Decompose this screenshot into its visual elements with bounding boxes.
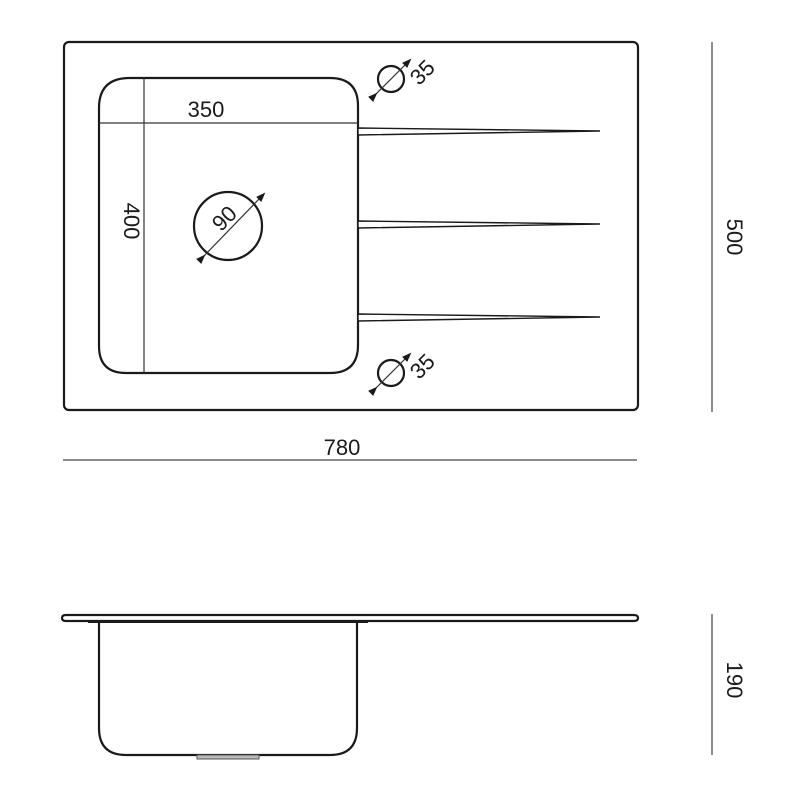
- bowl-depth-label: 400: [119, 203, 144, 240]
- tap-hole-top: 35: [368, 55, 440, 102]
- bowl-height-label: 190: [722, 662, 747, 699]
- tap-hole-top-label: 35: [405, 55, 440, 90]
- groove-1: [357, 127, 601, 136]
- tap-hole-bottom-label: 35: [405, 349, 440, 384]
- tap-hole-diameter-line-top: [368, 58, 412, 102]
- overall-depth-label: 500: [722, 219, 747, 256]
- bowl-width-label: 350: [188, 97, 225, 122]
- top-view: 350 400 90 35 35 780 500: [62, 40, 747, 461]
- drain-diameter-label: 90: [207, 201, 242, 236]
- tap-hole-diameter-line-bottom: [368, 352, 412, 396]
- groove-3: [357, 313, 601, 322]
- drain-diameter-line: [196, 192, 266, 264]
- countertop-flange: [60, 613, 640, 623]
- overall-width-label: 780: [324, 435, 361, 460]
- sink-outline: [62, 40, 640, 412]
- drainboard-grooves: [357, 127, 601, 322]
- bowl-side-profile: [97, 622, 359, 757]
- bowl-outline: [97, 76, 360, 375]
- side-view: 190: [60, 613, 747, 760]
- groove-2: [357, 220, 601, 229]
- tap-hole-bottom: 35: [368, 349, 440, 396]
- drain-outlet: [196, 754, 260, 760]
